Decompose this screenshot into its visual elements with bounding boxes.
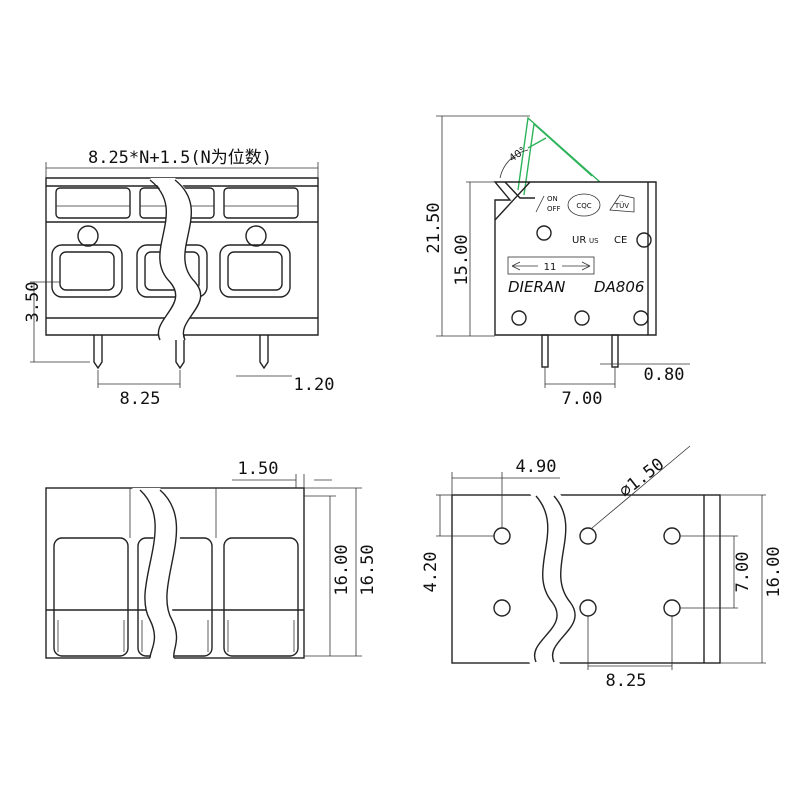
pcb-hole: [493, 527, 511, 545]
pcb-hole: [663, 599, 681, 617]
angle-label: 40°: [507, 145, 528, 164]
body-height-label: 15.00: [452, 234, 472, 285]
us-mark: US: [589, 237, 599, 245]
model-label: DA806: [594, 278, 644, 296]
pcb-hole: [493, 599, 511, 617]
pitch-formula-label: 8.25*N+1.5(N为位数): [88, 148, 272, 168]
total-height-label: 21.50: [424, 202, 444, 253]
row-spacing-label: 7.00: [733, 552, 753, 593]
mount-hole: [536, 225, 552, 241]
wire-opening: [219, 225, 291, 298]
open-lever: [517, 116, 601, 196]
mount-hole: [633, 310, 649, 326]
height-label: 3.50: [23, 282, 43, 323]
row-offset-label: 4.20: [421, 552, 441, 593]
wall-label: 1.50: [238, 459, 279, 479]
mount-hole: [511, 310, 527, 326]
pcb-hole: [579, 527, 597, 545]
svg-text:CQC: CQC: [576, 202, 591, 210]
front-view: 8.25*N+1.5(N为位数): [23, 148, 334, 409]
mount-hole: [574, 310, 590, 326]
offset-label: 4.90: [516, 457, 557, 477]
tuv-logo: TÜV: [609, 194, 635, 213]
brand-label: DIERAN: [508, 278, 565, 296]
inner-height-label: 16.00: [332, 544, 352, 595]
bottom-view: 4.90 ∅1.50 4.20 7.00 16.00 8.25: [421, 445, 784, 691]
off-mark: OFF: [547, 205, 561, 213]
pcb-hole: [663, 527, 681, 545]
top-view: 1.50 16.00 16.50: [45, 459, 378, 660]
pin-width-label: 0.80: [644, 365, 685, 385]
outer-height-label: 16.50: [358, 544, 378, 595]
svg-text:TÜV: TÜV: [614, 201, 629, 210]
ce-mark: CE: [614, 235, 627, 246]
pitch-label: 8.25: [120, 389, 161, 409]
pcb-hole: [579, 599, 597, 617]
arrow-label: 11: [544, 262, 557, 273]
side-view: 40° ON OFF CQC TÜV UR US CE 11 DIERAN DA…: [424, 115, 690, 409]
on-mark: ON: [547, 195, 558, 203]
pin-spacing-label: 7.00: [562, 389, 603, 409]
pitch-label: 8.25: [606, 671, 647, 691]
pin-width-label: 1.20: [294, 375, 335, 395]
mount-hole: [636, 232, 652, 248]
height-label: 16.00: [764, 546, 784, 597]
wire-opening: [51, 225, 123, 298]
ur-mark: UR: [572, 235, 586, 246]
cqc-logo: CQC: [567, 193, 601, 217]
